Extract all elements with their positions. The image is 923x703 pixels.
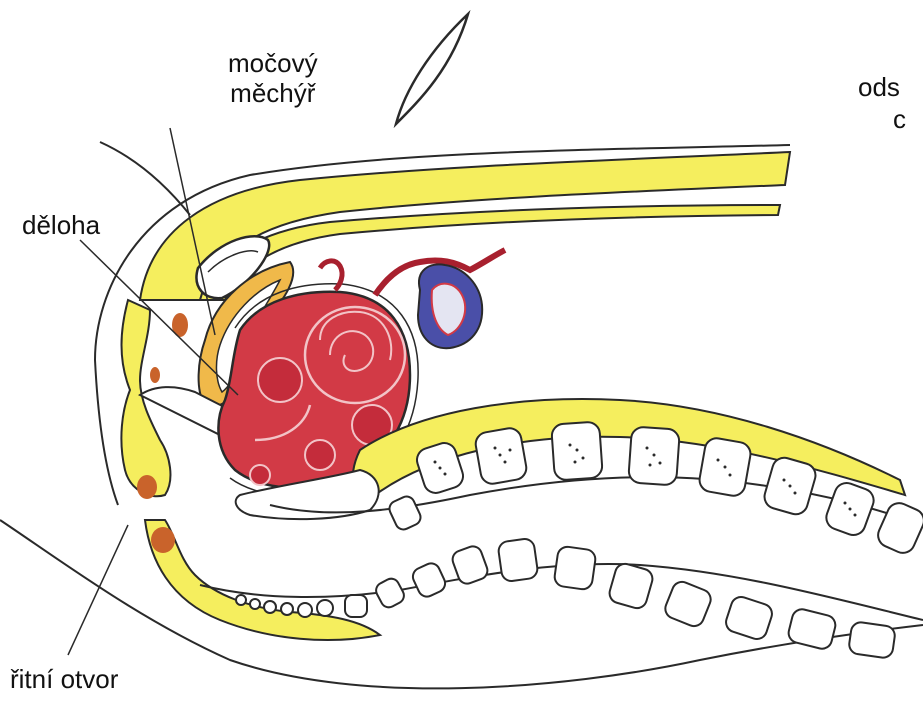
coccyx-segment: [250, 599, 260, 609]
sacral-segment: [553, 546, 596, 591]
sacral-segment: [497, 538, 538, 583]
uterine-lobe-1: [258, 358, 302, 402]
coccyx-segment: [264, 601, 276, 613]
anus-mark: [151, 527, 175, 553]
label-uterus: děloha: [22, 210, 100, 240]
coccyx-segment: [317, 600, 333, 616]
coccyx-segment: [281, 603, 293, 615]
label-bladder: močový měchýř: [228, 48, 318, 108]
sacral-segment: [848, 621, 896, 659]
uterine-lobe-3: [305, 440, 335, 470]
label-top-right-line2: c: [893, 104, 906, 134]
coccyx-segment: [298, 603, 312, 617]
label-top-right-line1: ods: [858, 72, 900, 102]
coccyx-segment: [236, 595, 246, 605]
urethra-mark: [150, 367, 160, 383]
label-bladder-line2: měchýř: [228, 78, 318, 108]
perineum-mark: [137, 475, 157, 499]
label-bladder-line1: močový: [228, 48, 318, 78]
sacral-segment: [345, 595, 367, 617]
label-anus: řitní otvor: [10, 664, 118, 694]
uterine-lobe-4: [250, 465, 270, 485]
